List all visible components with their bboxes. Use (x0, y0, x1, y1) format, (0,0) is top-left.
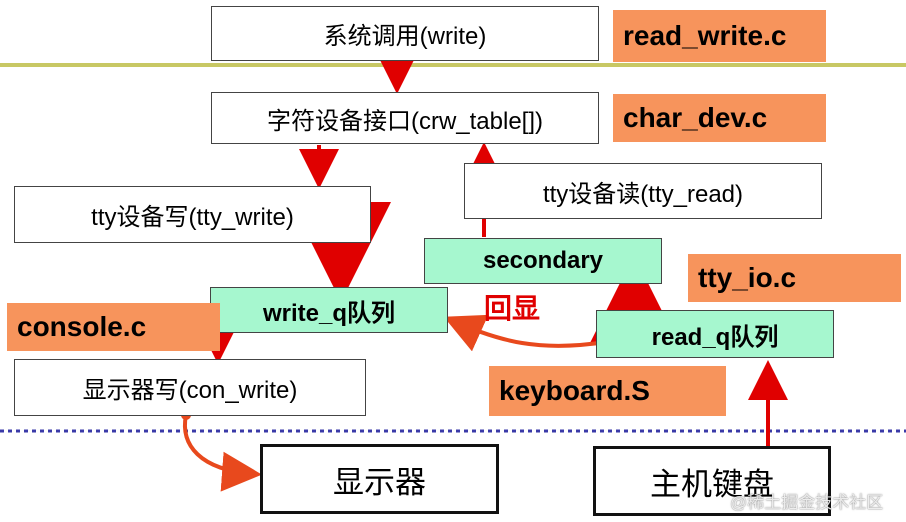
tty-write-box: tty设备写(tty_write) (14, 186, 371, 243)
file-label-read-write: read_write.c (613, 10, 826, 62)
secondary-queue-box: secondary (424, 238, 662, 284)
file-label-char-dev: char_dev.c (613, 94, 826, 142)
display-device-box: 显示器 (260, 444, 499, 514)
file-label-keyboard: keyboard.S (489, 366, 726, 416)
con-write-to-display-arrow (183, 414, 262, 492)
char-device-interface-box: 字符设备接口(crw_table[]) (211, 92, 599, 144)
file-label-console: console.c (7, 303, 220, 351)
tty-read-box: tty设备读(tty_read) (464, 163, 822, 219)
con-write-box: 显示器写(con_write) (14, 359, 366, 416)
file-label-tty-io: tty_io.c (688, 254, 901, 302)
echo-label: 回显 (484, 293, 541, 324)
echo-arrow (443, 314, 607, 352)
syscall-write-box: 系统调用(write) (211, 6, 599, 61)
write-q-box: write_q队列 (210, 287, 448, 333)
keyboard-device-box: 主机键盘 (593, 446, 831, 516)
watermark: @稀土掘金技术社区 (730, 493, 884, 512)
read-q-box: read_q队列 (596, 310, 834, 358)
